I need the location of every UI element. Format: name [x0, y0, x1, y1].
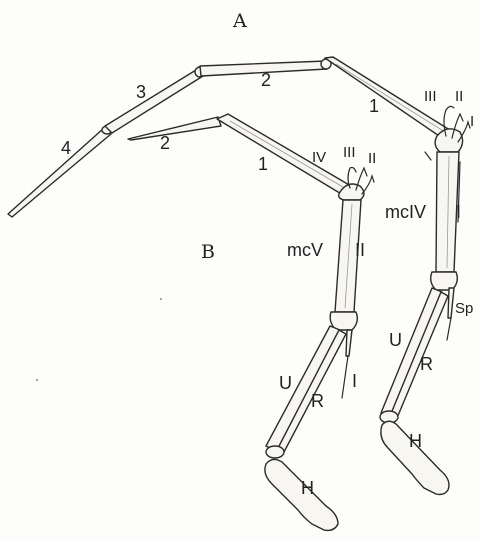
wing-b-label-digit-1: I — [352, 371, 357, 391]
wing-a-label-pteroid: Sp — [455, 300, 473, 317]
wing-b-digit-1 — [346, 330, 352, 356]
wing-b — [128, 114, 374, 530]
wing-b-label-metacarpal: mcV — [287, 240, 323, 260]
wing-a-label-phalanx-1: 1 — [369, 96, 379, 116]
wing-a-ulna — [381, 288, 442, 418]
print-speck — [36, 379, 38, 381]
wing-a-label-ulna: U — [389, 330, 402, 350]
wing-a-label-digit-2: II — [455, 88, 463, 105]
wing-b-elbow — [266, 446, 284, 458]
wing-a-label-humerus: H — [409, 431, 422, 451]
wing-a-label-phalanx-4: 4 — [61, 138, 71, 158]
wing-b-digit-2 — [362, 176, 374, 194]
panel-label-a: A — [232, 10, 247, 32]
wing-b-label-digit-2: II — [368, 150, 376, 167]
wing-b-label-radius: R — [311, 391, 324, 411]
wing-a-label-digit-1: I — [470, 113, 474, 130]
wing-a-labels: 4 3 2 1 III II I mcIV I Sp U R H — [61, 70, 474, 451]
wing-b-label-digit-3: III — [343, 144, 356, 161]
panel-labels: A B — [201, 10, 247, 263]
wing-b-ulna — [266, 326, 340, 452]
wing-a-radius — [390, 292, 448, 418]
wing-a-phalanx-4 — [8, 128, 111, 217]
wing-a-label-phalanx-2: 2 — [261, 70, 271, 90]
panel-label-b: B — [201, 241, 215, 263]
wing-b-phalanx-1 — [217, 114, 351, 195]
wing-b-label-ulna: U — [279, 373, 292, 393]
wing-a-label-radius: R — [420, 354, 433, 374]
wing-b-label-phalanx-2: 2 — [160, 133, 170, 153]
wing-a-label-metacarpal-digit: I — [456, 202, 461, 222]
wing-a-label-phalanx-3: 3 — [136, 82, 146, 102]
wing-a-pteroid — [448, 288, 454, 318]
wing-b-label-digit-4: IV — [312, 149, 326, 166]
wing-b-phalanx-2 — [128, 117, 221, 140]
wing-a-label-metacarpal: mcIV — [385, 202, 426, 222]
wing-b-label-phalanx-1: 1 — [258, 154, 268, 174]
wing-b-label-humerus: H — [301, 478, 314, 498]
wing-b-label-metacarpal-digit: II — [355, 240, 365, 260]
wing-a-label-digit-3: III — [424, 88, 437, 105]
print-speck — [160, 298, 162, 300]
